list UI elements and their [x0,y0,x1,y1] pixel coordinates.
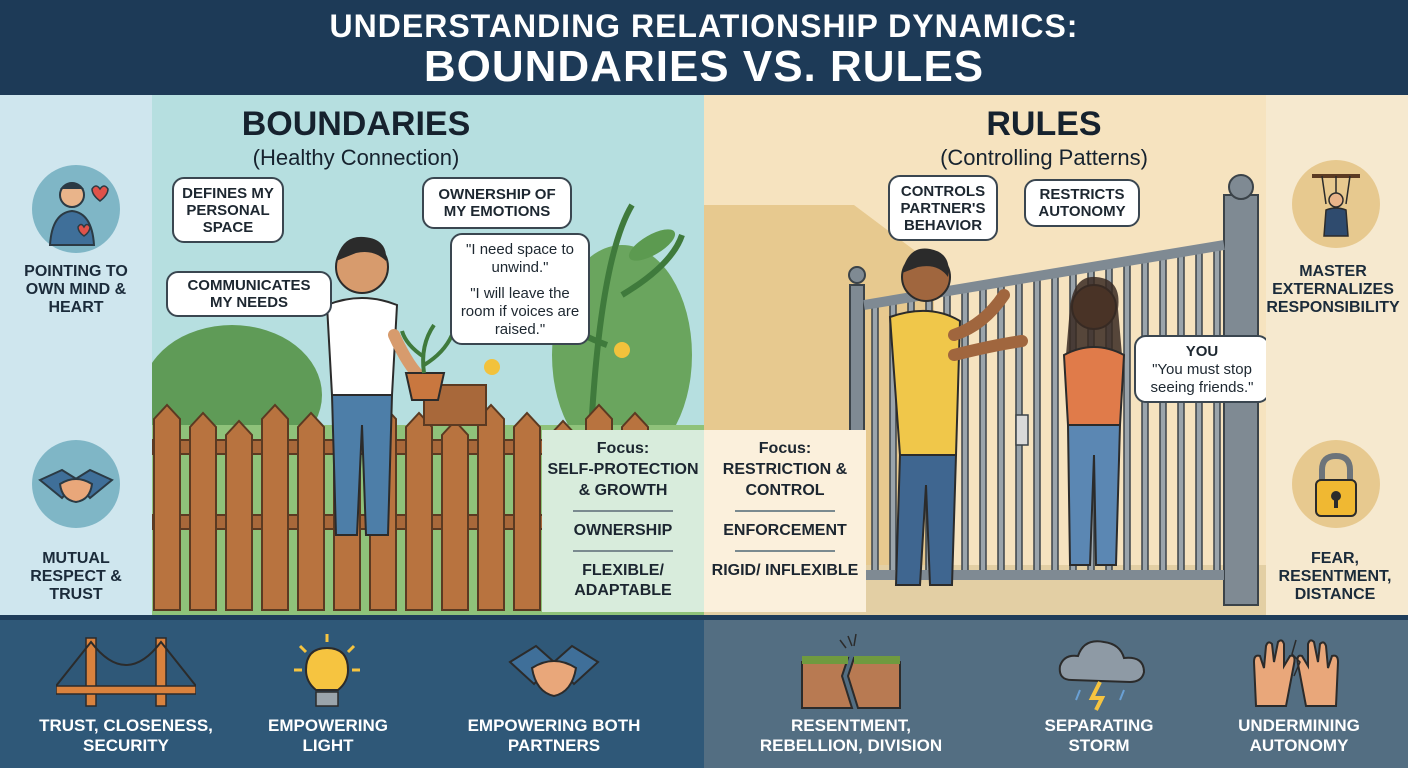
bubble-controls-behavior: CONTROLS PARTNER'S BEHAVIOR [888,175,998,241]
bubble-ownership-emotions: OWNERSHIP OF MY EMOTIONS [422,177,572,229]
footer: TRUST, CLOSENESS, SECURITY EMPOWERING LI… [0,620,1408,768]
open-hands-icon [1246,632,1346,712]
boundaries-title: BOUNDARIES [241,105,471,143]
gate-bar [1051,269,1059,576]
boundaries-focus-label: Focus: [596,440,650,457]
header: UNDERSTANDING RELATIONSHIP DYNAMICS: BOU… [0,0,1408,95]
fence-picket [189,411,217,611]
padlock-icon [1292,440,1380,528]
garden-scene-illustration [152,203,704,615]
gate-bar [871,299,879,576]
fence-picket [477,403,505,611]
fence-picket [297,411,325,611]
bubble-communicates-needs: COMMUNICATES MY NEEDS [166,271,332,317]
fence-picket [441,419,469,611]
bubble-restricts-autonomy: RESTRICTS AUTONOMY [1024,179,1140,227]
lightbulb-icon [292,632,362,712]
fence-picket [513,411,541,611]
boundaries-focus-flexible: FLEXIBLE/ ADAPTABLE [574,562,672,599]
left-top-caption: POINTING TO OWN MIND & HEART [24,263,128,316]
fence-picket [261,403,289,611]
boundaries-panel: BOUNDARIES (Healthy Connection) DEFINES … [152,95,704,615]
left-bottom-caption: MUTUAL RESPECT & TRUST [30,550,122,603]
gate-bar [1159,251,1167,576]
gate-bar [1033,272,1041,576]
handshake-icon [506,632,602,712]
rules-focus-box: Focus: RESTRICTION & CONTROL ENFORCEMENT… [704,430,866,612]
header-line-1: UNDERSTANDING RELATIONSHIP DYNAMICS: [329,8,1079,44]
right-bottom-caption: FEAR, RESENTMENT, DISTANCE [1278,550,1392,603]
rules-title: RULES [986,105,1102,143]
bubble-quotes: "I need space to unwind." "I will leave … [450,233,590,345]
right-top-caption: MASTER EXTERNALIZES RESPONSIBILITY [1266,263,1400,316]
handshake-icon [32,440,120,528]
fence-picket [405,411,433,611]
fence-picket [225,419,253,611]
rules-focus-enforcement: ENFORCEMENT [723,522,847,539]
bridge-icon [56,632,196,712]
bubble-you-quote: YOU "You must stop seeing friends." [1134,335,1266,403]
left-side-strip: POINTING TO OWN MIND & HEART MUTUAL RESP… [0,95,152,615]
puppet-master-icon [1292,160,1380,248]
quote-need-space: "I need space to unwind." [466,241,574,276]
boundaries-subtitle: (Healthy Connection) [252,145,460,170]
focus-divider [735,550,835,552]
quote-leave-room: "I will leave the room if voices are rai… [460,285,580,338]
storm-cloud-icon [1054,632,1150,712]
boundaries-focus-box: Focus: SELF-PROTECTION & GROWTH OWNERSHI… [542,430,704,612]
gate-bar [1195,245,1203,576]
header-line-2: BOUNDARIES VS. RULES [423,42,985,91]
footer-caption-storm: SEPARATING STORM [1044,716,1154,755]
gate-bar [997,278,1005,576]
boundaries-focus-ownership: OWNERSHIP [573,522,673,539]
bubble-defines-space: DEFINES MY PERSONAL SPACE [172,177,284,243]
footer-caption-resentment: RESENTMENT, REBELLION, DIVISION [759,716,943,755]
footer-caption-light: EMPOWERING LIGHT [268,716,388,755]
gate-bar [1123,257,1131,576]
rules-focus-rigid: RIGID/ INFLEXIBLE [711,562,859,579]
you-label: YOU [1185,343,1219,360]
rules-focus-label: Focus: [758,440,812,457]
rules-focus-main: RESTRICTION & CONTROL [722,461,848,499]
self-pointing-icon [32,165,120,253]
focus-divider [573,510,673,512]
gate-bar [1141,254,1149,576]
rules-subtitle: (Controlling Patterns) [940,145,1148,170]
footer-caption-trust: TRUST, CLOSENESS, SECURITY [39,716,213,755]
gate-bar [1177,248,1185,576]
fence-picket [153,403,181,611]
focus-divider [573,550,673,552]
footer-caption-autonomy: UNDERMINING AUTONOMY [1238,716,1360,755]
gate-bar [1213,242,1221,576]
you-quote-text: "You must stop seeing friends." [1150,361,1254,396]
footer-caption-partners: EMPOWERING BOTH PARTNERS [467,716,641,755]
right-side-strip: MASTER EXTERNALIZES RESPONSIBILITY FEAR,… [1266,95,1408,615]
main-area: POINTING TO OWN MIND & HEART MUTUAL RESP… [0,95,1408,620]
boundaries-focus-main: SELF-PROTECTION & GROWTH [547,461,699,499]
focus-divider [735,510,835,512]
cracked-wall-icon [796,632,906,712]
